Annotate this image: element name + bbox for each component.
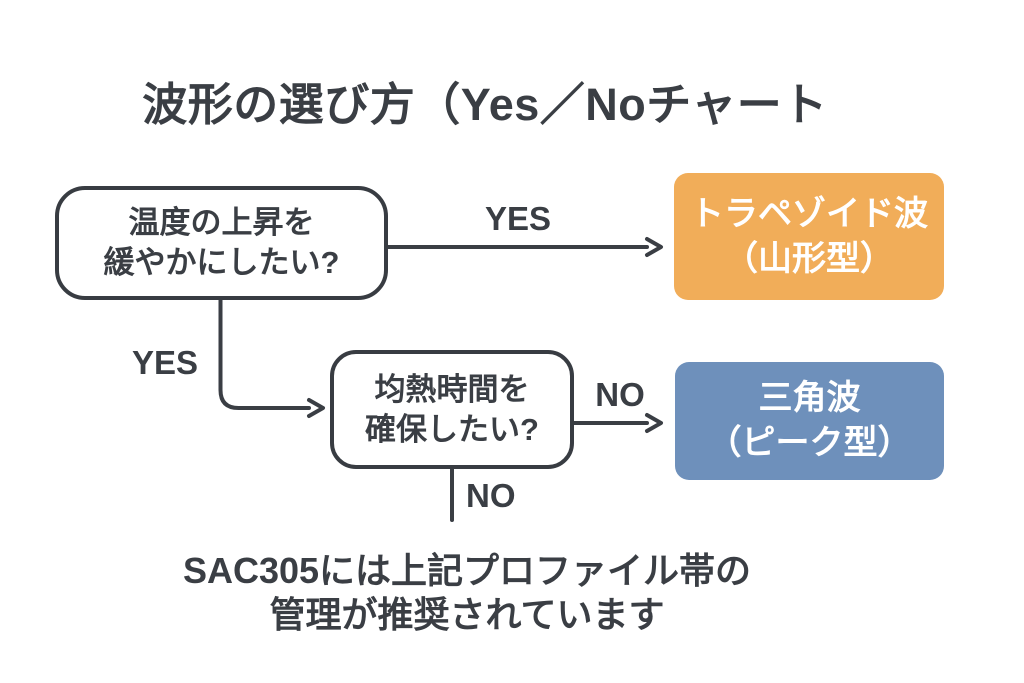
result-box-triangle-wave: 三角波 （ピーク型） [675, 362, 944, 480]
arrow-yes-left-line [218, 298, 311, 410]
decision-box-soak-time: 均熱時間を 確保したい? [330, 350, 574, 469]
footnote: SAC305には上記プロファイル帯の 管理が推奨されています [0, 549, 934, 637]
decision-box-temperature-rise: 温度の上昇を 緩やかにしたい? [55, 186, 388, 300]
result-box-line1: トラペゾイド波 [690, 194, 928, 233]
edge-label-no-right: NO [595, 376, 645, 413]
footnote-line2: 管理が推奨されています [269, 594, 665, 635]
edge-label-yes-top: YES [484, 200, 552, 237]
decision-box-line2: 確保したい? [365, 411, 539, 447]
result-box-line2: （ピーク型） [707, 424, 912, 462]
arrow-no-right-head [645, 413, 663, 433]
result-box-line2: （山形型） [724, 239, 894, 278]
result-box-trapezoid-wave: トラペゾイド波 （山形型） [674, 173, 944, 300]
result-box-line1: 三角波 [758, 379, 861, 417]
decision-box-line2: 緩やかにしたい? [103, 245, 340, 280]
arrow-yes-left-head [307, 398, 325, 418]
decision-box-line1: 温度の上昇を [128, 205, 315, 240]
arrow-yes-top-head [645, 237, 663, 257]
edge-label-no-down: NO [466, 477, 516, 514]
footnote-line1: SAC305には上記プロファイル帯の [182, 550, 752, 591]
page-title: 波形の選び方（Yes／Noチャート [142, 79, 828, 130]
decision-box-line1: 均熱時間を [374, 371, 530, 407]
edge-label-yes-left: YES [131, 344, 199, 381]
